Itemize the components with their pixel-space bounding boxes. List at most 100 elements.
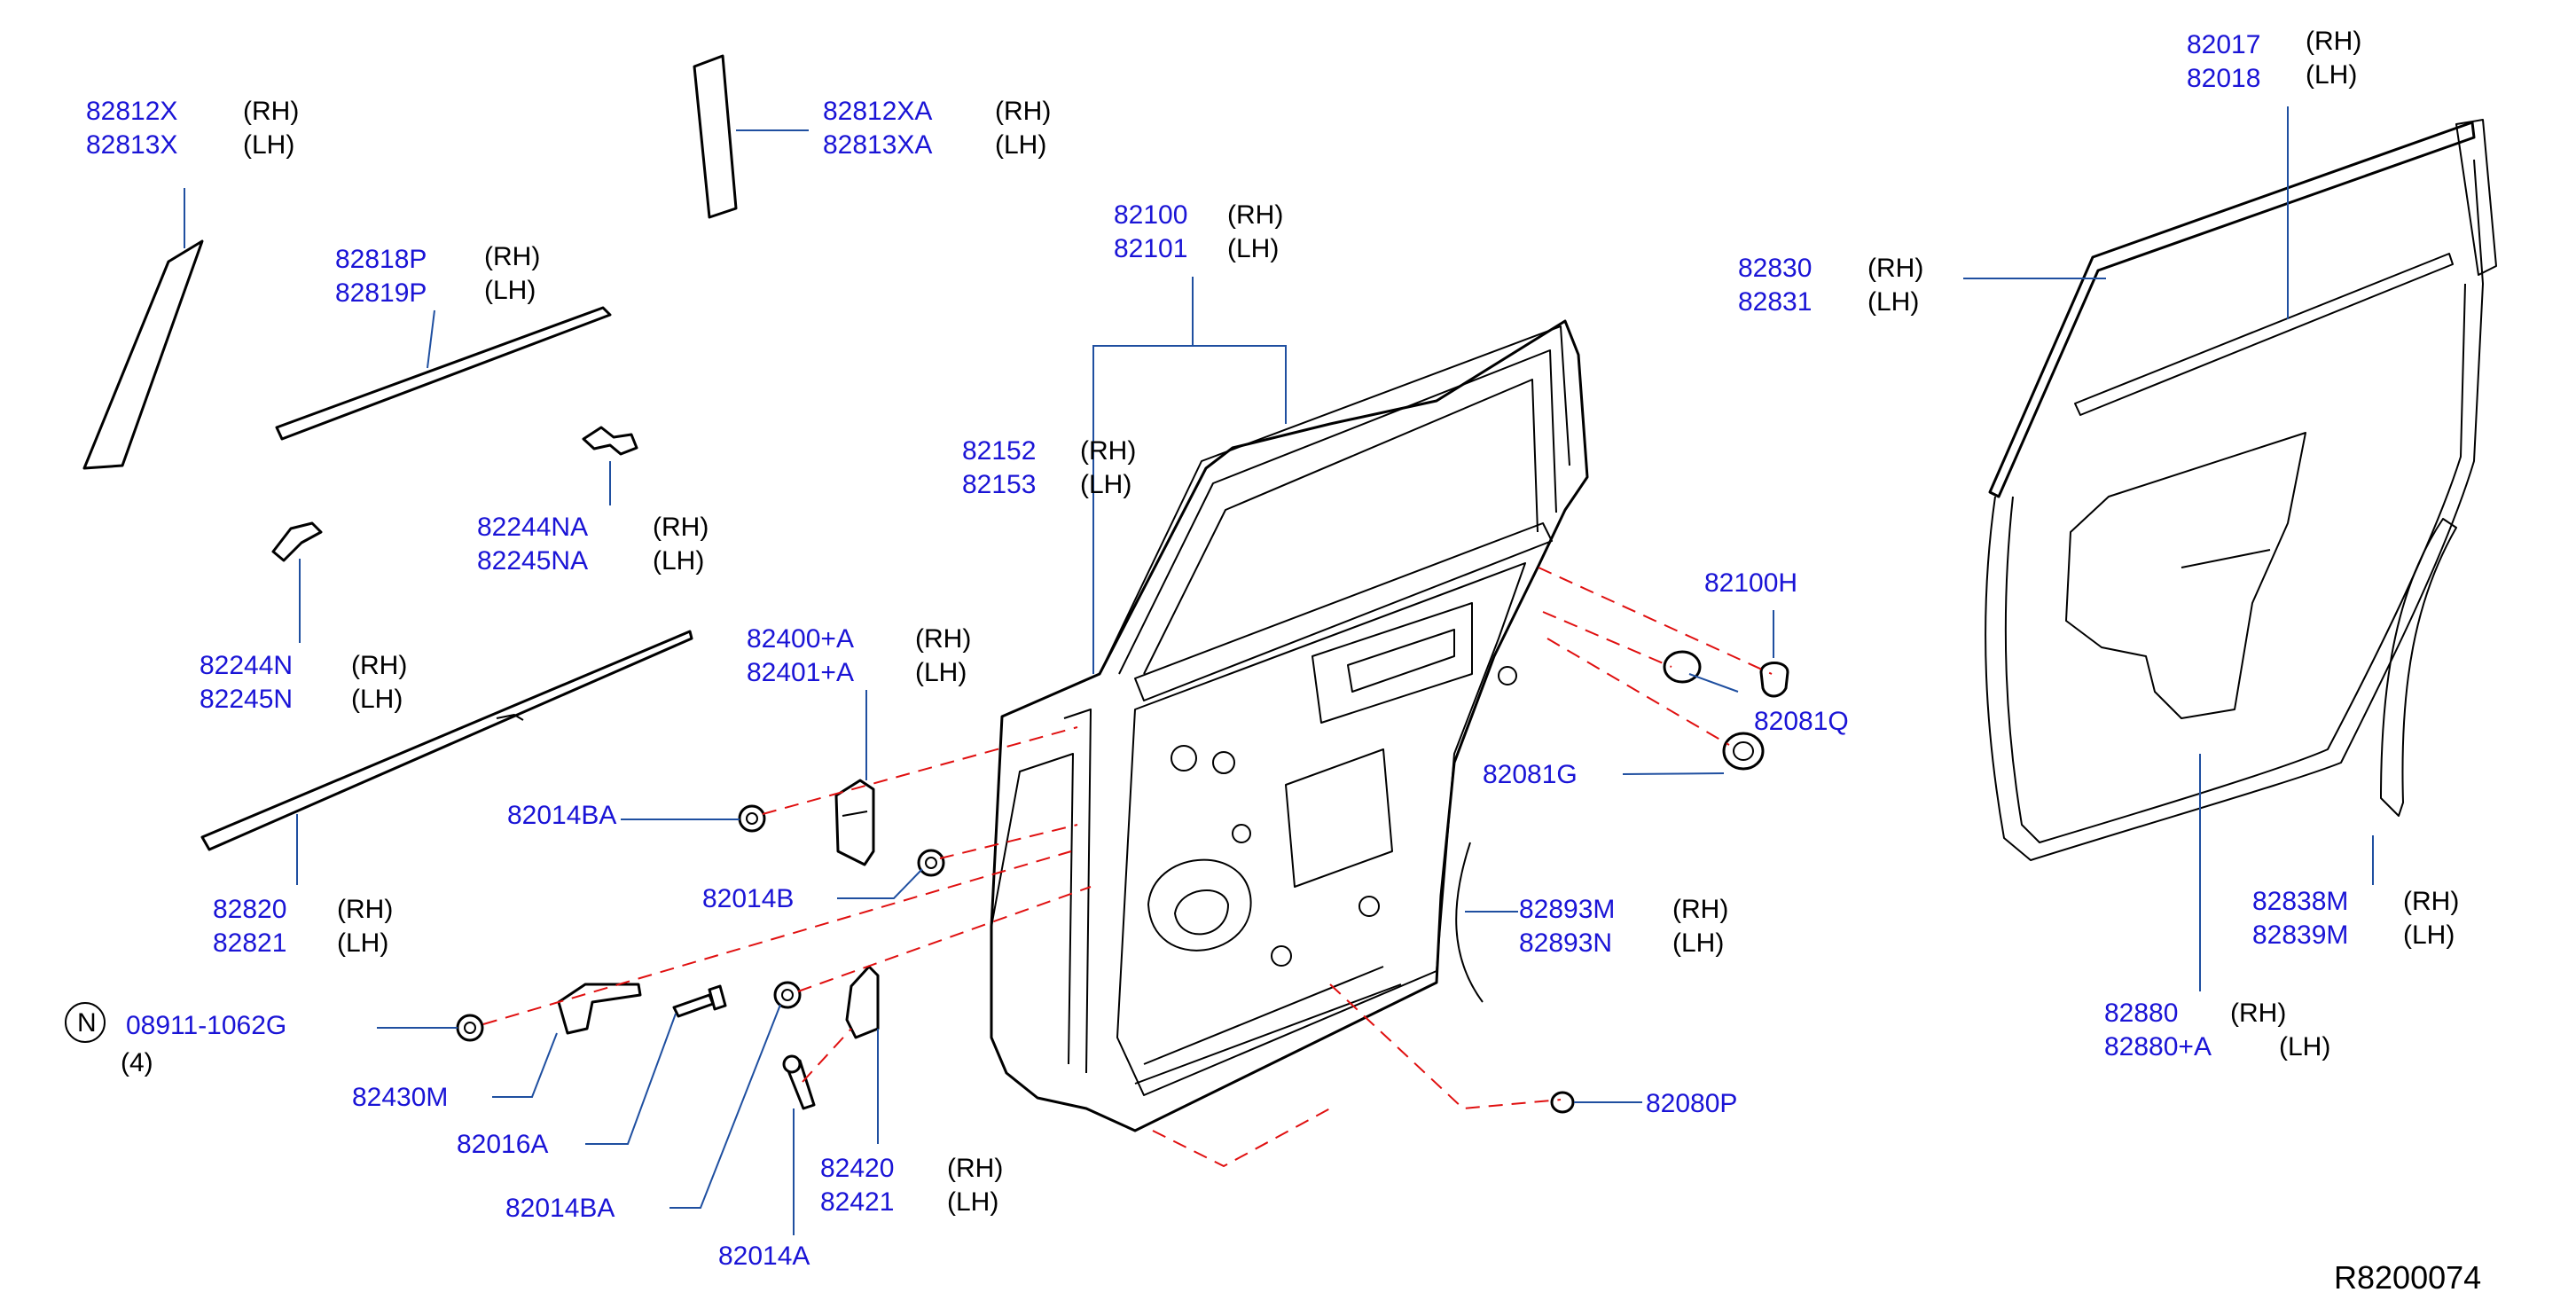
label-rh: (RH)	[1227, 200, 1283, 230]
label-82245na: 82245NA	[477, 546, 588, 576]
label-rh: (RH)	[1080, 436, 1136, 466]
label-82821: 82821	[213, 928, 286, 958]
label-82017: 82017	[2187, 30, 2260, 59]
label-lh: (LH)	[915, 658, 967, 687]
part-82420-hinge[interactable]	[845, 965, 880, 1039]
label-lh: (LH)	[337, 928, 388, 958]
label-82400a: 82400+A	[747, 624, 854, 654]
label-82101: 82101	[1114, 234, 1187, 263]
part-82818p-moulding[interactable]	[275, 306, 612, 441]
label-82812x: 82812X	[86, 97, 177, 126]
part-82830-weatherstrip[interactable]	[1988, 119, 2497, 498]
part-82880-weatherstrip[interactable]	[1985, 159, 2484, 861]
part-82400-hinge[interactable]	[834, 779, 875, 866]
label-lh: (LH)	[351, 685, 403, 714]
label-rh: (RH)	[653, 513, 709, 542]
label-82152: 82152	[962, 436, 1036, 466]
label-82880a: 82880+A	[2104, 1032, 2212, 1061]
leader-lines	[184, 106, 2374, 1235]
label-lh: (LH)	[2279, 1032, 2330, 1061]
label-rh: (RH)	[1867, 254, 1923, 283]
label-rh: (RH)	[337, 895, 393, 924]
part-82016a-bolt[interactable]	[672, 984, 727, 1018]
n-symbol: N	[65, 1002, 106, 1043]
label-lh: (LH)	[2403, 920, 2455, 950]
label-82893n: 82893N	[1519, 928, 1612, 958]
label-quantity: (4)	[121, 1048, 153, 1077]
label-82830: 82830	[1738, 254, 1812, 283]
label-lh: (LH)	[995, 130, 1046, 160]
label-82820: 82820	[213, 895, 286, 924]
part-82014ba-nut-bottom[interactable]	[773, 981, 802, 1009]
part-82080p-plug[interactable]	[1550, 1091, 1575, 1114]
label-lh: (LH)	[1672, 928, 1724, 958]
part-82812xa-garnish[interactable]	[693, 54, 738, 219]
label-82100: 82100	[1114, 200, 1187, 230]
part-82100-door-panel[interactable]	[990, 319, 1589, 1132]
label-82880: 82880	[2104, 999, 2178, 1028]
label-lh: (LH)	[1867, 287, 1919, 317]
part-82014ba-nut-top[interactable]	[738, 804, 766, 833]
label-82831: 82831	[1738, 287, 1812, 317]
label-lh: (LH)	[1227, 234, 1279, 263]
label-rh: (RH)	[995, 97, 1051, 126]
label-08911-1062g: 08911-1062G	[126, 1011, 286, 1040]
part-82014b-nut[interactable]	[917, 849, 945, 877]
part-82081q-cap[interactable]	[1663, 650, 1702, 684]
label-82893m: 82893M	[1519, 895, 1615, 924]
label-82153: 82153	[962, 470, 1036, 499]
part-82244na-clip[interactable]	[582, 426, 638, 456]
label-82421: 82421	[820, 1187, 894, 1217]
label-82839m: 82839M	[2252, 920, 2348, 950]
label-rh: (RH)	[1672, 895, 1728, 924]
label-lh: (LH)	[243, 130, 294, 160]
label-82244na: 82244NA	[477, 513, 588, 542]
label-82430m: 82430M	[352, 1083, 448, 1112]
part-82100h-grommet[interactable]	[1759, 662, 1789, 698]
label-82014a: 82014A	[718, 1242, 810, 1271]
label-82080p: 82080P	[1646, 1089, 1737, 1118]
label-lh: (LH)	[2306, 60, 2357, 90]
label-lh: (LH)	[947, 1187, 998, 1217]
assembly-dashed-lines	[482, 567, 1773, 1168]
part-82820-moulding[interactable]	[200, 630, 693, 851]
part-82430m-check-link[interactable]	[557, 983, 642, 1035]
label-rh: (RH)	[351, 651, 407, 680]
part-82081g-grommet[interactable]	[1722, 732, 1765, 771]
label-rh: (RH)	[2306, 27, 2361, 56]
label-82244n: 82244N	[200, 651, 293, 680]
label-rh: (RH)	[2230, 999, 2286, 1028]
label-82245n: 82245N	[200, 685, 293, 714]
label-82014ba-bottom: 82014BA	[505, 1194, 615, 1223]
label-82420: 82420	[820, 1154, 894, 1183]
part-82244n-clip[interactable]	[271, 521, 323, 562]
label-82016a: 82016A	[457, 1130, 548, 1159]
label-82081q: 82081Q	[1754, 707, 1849, 736]
label-82014b: 82014B	[702, 884, 794, 913]
label-82081g: 82081G	[1483, 760, 1578, 789]
label-lh: (LH)	[1080, 470, 1131, 499]
part-82893m-seal[interactable]	[1455, 842, 1484, 1003]
part-08911-nut[interactable]	[456, 1014, 484, 1042]
part-82014a-bolt[interactable]	[782, 1054, 816, 1110]
label-82100h: 82100H	[1704, 568, 1797, 598]
label-82838m: 82838M	[2252, 887, 2348, 916]
label-82018: 82018	[2187, 64, 2260, 93]
label-82812xa: 82812XA	[823, 97, 932, 126]
label-82813xa: 82813XA	[823, 130, 932, 160]
label-82401a: 82401+A	[747, 658, 854, 687]
label-82819p: 82819P	[335, 278, 427, 308]
diagram-reference: R8200074	[2334, 1259, 2481, 1296]
label-rh: (RH)	[947, 1154, 1003, 1183]
label-rh: (RH)	[915, 624, 971, 654]
part-82812x-garnish[interactable]	[82, 239, 204, 470]
label-82818p: 82818P	[335, 245, 427, 274]
label-82014ba-top: 82014BA	[507, 801, 616, 830]
part-82838m-seal[interactable]	[2380, 518, 2457, 817]
label-rh: (RH)	[243, 97, 299, 126]
label-82813x: 82813X	[86, 130, 177, 160]
n-symbol-letter: N	[77, 1008, 97, 1038]
label-lh: (LH)	[484, 276, 536, 305]
label-lh: (LH)	[653, 546, 704, 576]
